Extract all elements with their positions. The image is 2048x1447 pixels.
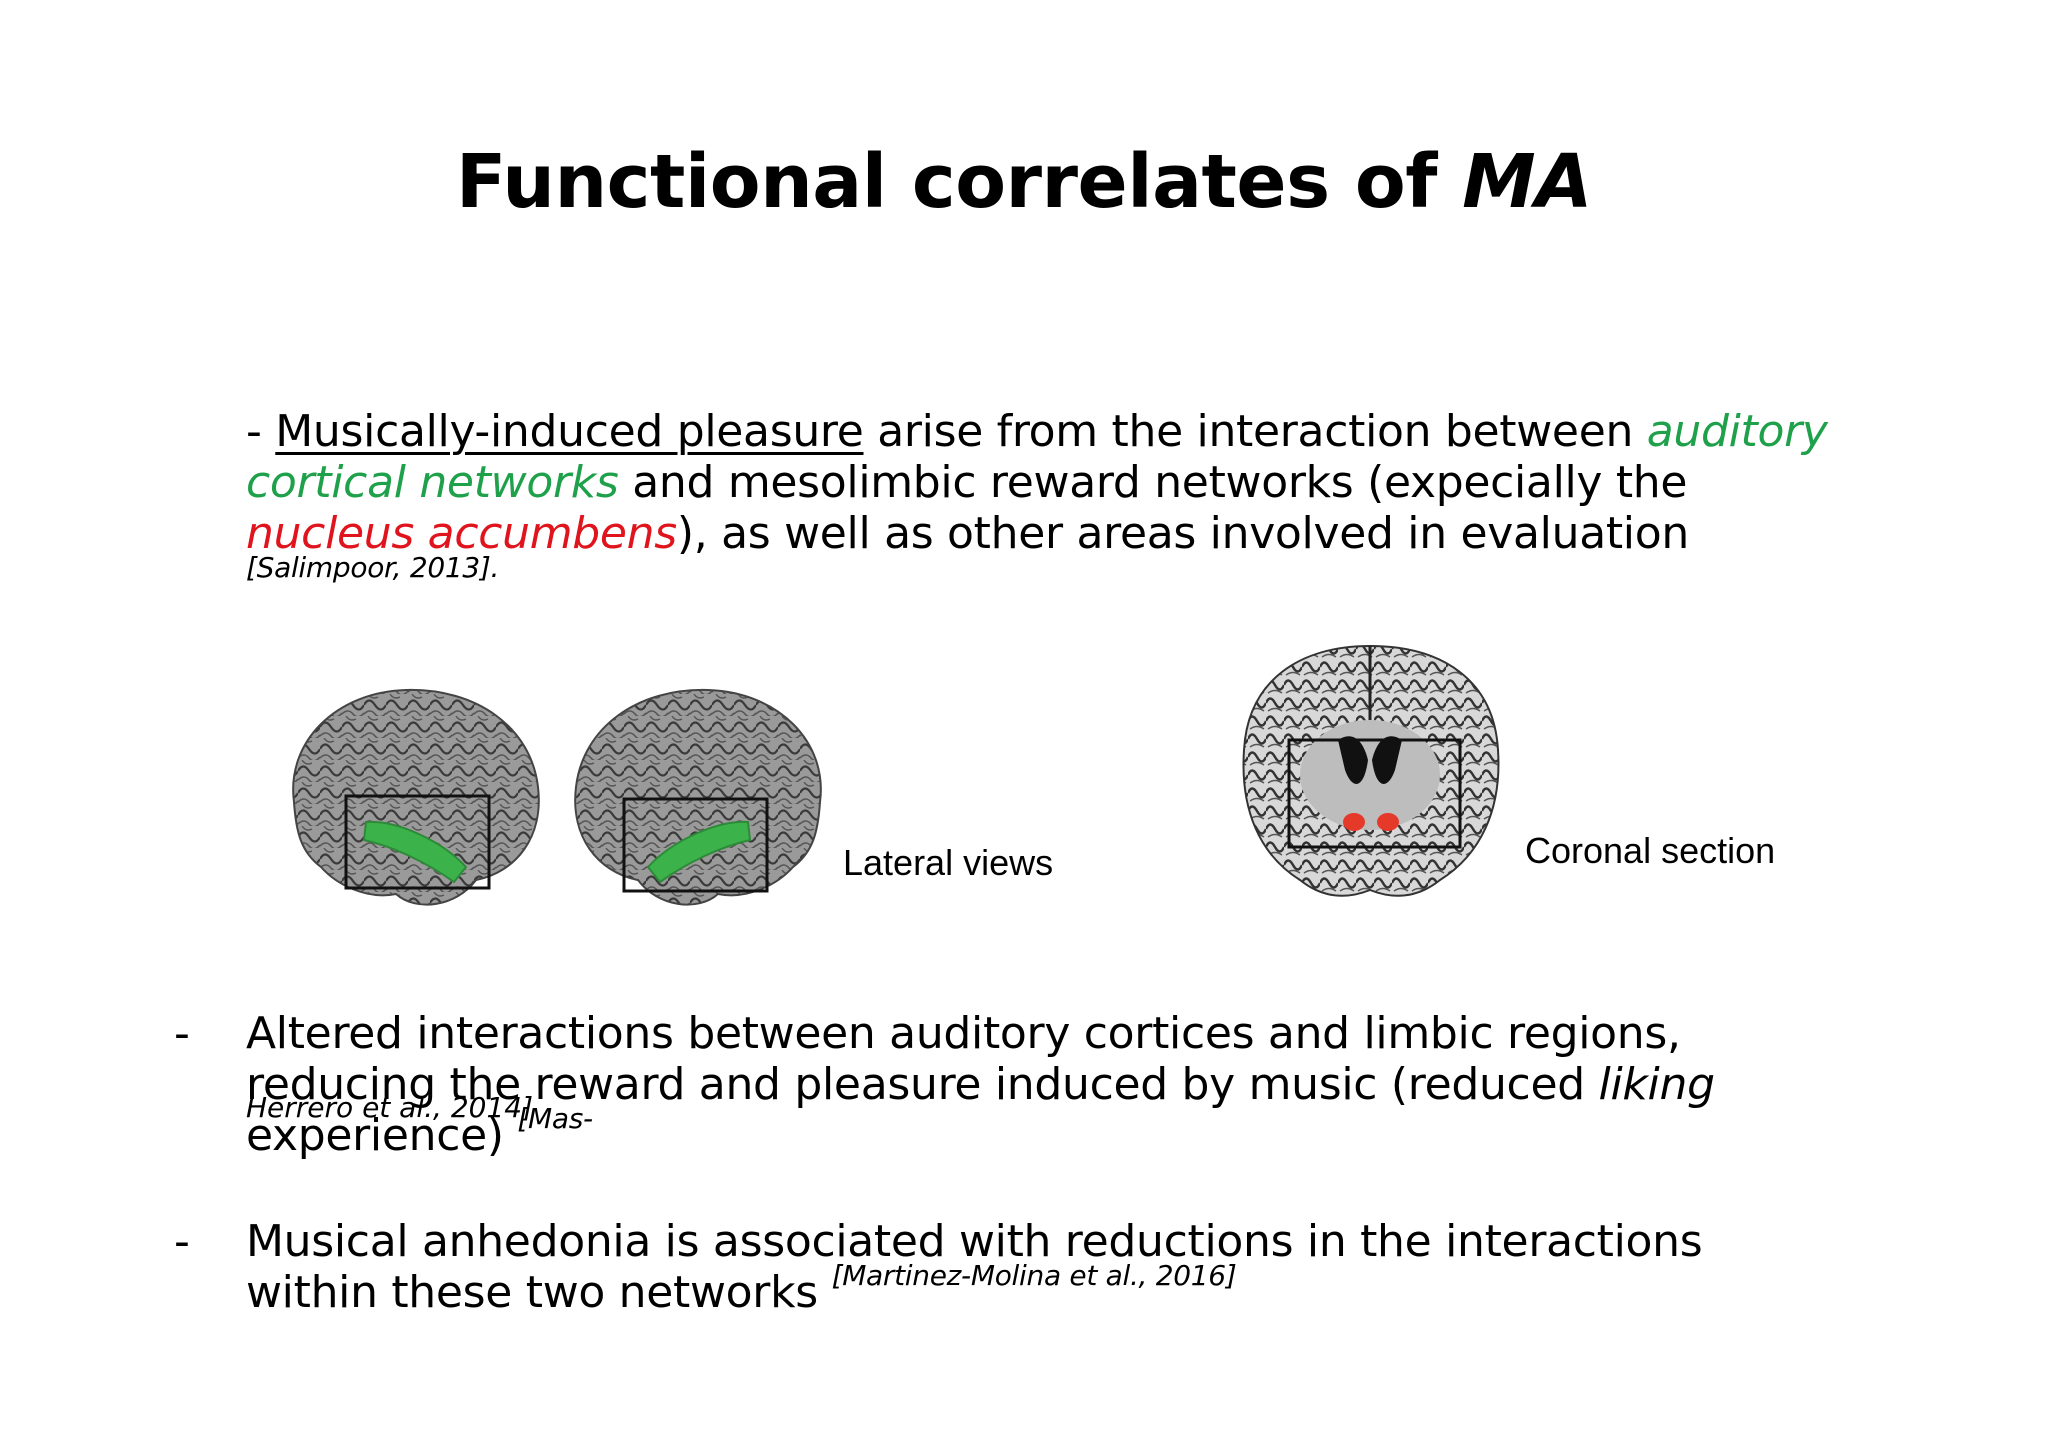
title-text: Functional correlates of bbox=[455, 139, 1463, 225]
lateral-brain-figure bbox=[292, 688, 822, 906]
bullet2-text-a: Altered interactions between auditory co… bbox=[246, 1008, 1681, 1110]
paragraph-text-c: ), as well as other areas involved in ev… bbox=[676, 508, 1689, 559]
auditory-cortex-highlight-left bbox=[362, 820, 468, 884]
nucleus-accumbens-highlight-left bbox=[1343, 813, 1365, 831]
citation-mas-herrero-part1: [Mas- bbox=[517, 1102, 593, 1135]
roi-box-coronal bbox=[1287, 738, 1462, 849]
coronal-section-label: Coronal section bbox=[1525, 830, 1776, 871]
paragraph-text-a: arise from the interaction between bbox=[863, 406, 1647, 457]
citation-salimpoor: [Salimpoor, 2013]. bbox=[246, 551, 500, 584]
auditory-networks-term: auditory cortical networks bbox=[246, 406, 1828, 508]
bullet-marker-2: - bbox=[174, 1008, 190, 1059]
roi-box-right bbox=[622, 797, 769, 893]
paragraph-text-b: and mesolimbic reward networks (expecial… bbox=[618, 457, 1688, 508]
nucleus-accumbens-term: nucleus accumbens bbox=[246, 508, 677, 559]
bullet-musical-anhedonia: Musical anhedonia is associated with red… bbox=[246, 1216, 1846, 1323]
bullet2-text-b: experience) bbox=[246, 1110, 518, 1161]
bullet-altered-interactions: Altered interactions between auditory co… bbox=[246, 1008, 1846, 1166]
bullet3-text: Musical anhedonia is associated with red… bbox=[246, 1216, 1703, 1318]
lateral-views-label: Lateral views bbox=[843, 842, 1054, 883]
paragraph-pleasure: - Musically-induced pleasure arise from … bbox=[246, 406, 1846, 615]
bullet-marker-3: - bbox=[174, 1216, 190, 1267]
coronal-section-figure bbox=[1242, 644, 1500, 897]
citation-mas-herrero-part2: Herrero et al., 2014] bbox=[246, 1091, 533, 1124]
citation-martinez-molina: [Martinez-Molina et al., 2016] bbox=[831, 1259, 1237, 1292]
auditory-cortex-highlight-right bbox=[646, 820, 752, 884]
slide-title: Functional correlates of MA bbox=[0, 132, 2048, 232]
roi-box-left bbox=[344, 794, 491, 890]
underlined-term: Musically-induced pleasure bbox=[275, 406, 864, 457]
paragraph-lead: - bbox=[246, 406, 276, 457]
liking-term: liking bbox=[1598, 1059, 1715, 1110]
left-hemisphere bbox=[292, 688, 540, 906]
title-emphasis: MA bbox=[1462, 139, 1593, 225]
right-hemisphere bbox=[574, 688, 822, 906]
nucleus-accumbens-highlight-right bbox=[1377, 813, 1399, 831]
